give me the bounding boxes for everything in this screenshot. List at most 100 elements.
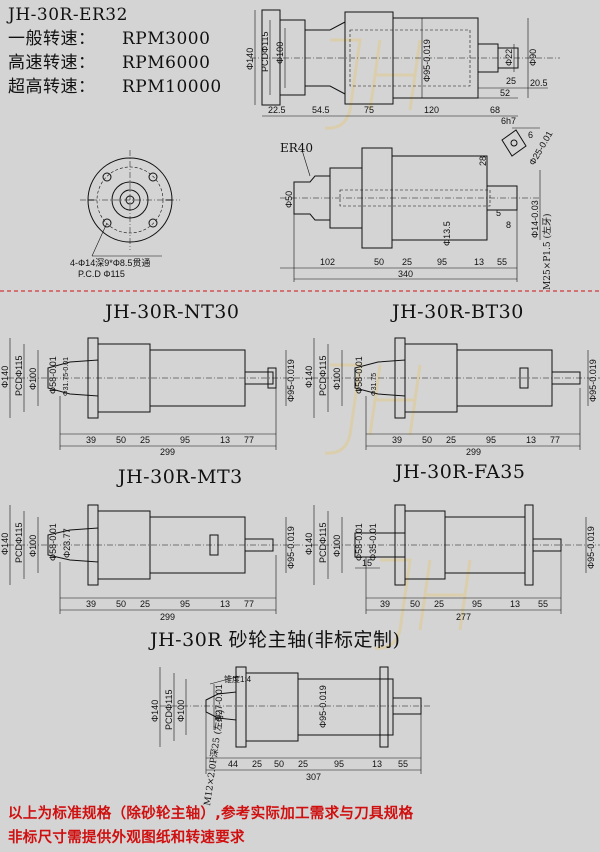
er32-len-25: 25 [506, 76, 516, 86]
er32-len-68: 68 [490, 105, 500, 115]
nt30-len-25: 25 [140, 435, 150, 445]
er32-len-54-5: 54.5 [312, 105, 330, 115]
er40-dim-28: 28 [478, 156, 488, 166]
nt30-len-299: 299 [160, 447, 175, 457]
er32-dim-140: Φ140 [245, 48, 255, 70]
bt30-len-77: 77 [550, 435, 560, 445]
er32-len-75: 75 [364, 105, 374, 115]
er40-keyway-6: 6 [528, 130, 533, 140]
fa35-len-95: 95 [472, 599, 482, 609]
mt3-len-25: 25 [140, 599, 150, 609]
grinding-len-13: 13 [372, 759, 382, 769]
nt30-len-77: 77 [244, 435, 254, 445]
er40-dim-13-5: Φ13.5 [442, 221, 452, 246]
grinding-drawing [159, 666, 430, 774]
bt30-dim-pcd115: PCDΦ115 [318, 355, 328, 396]
er40-len-340: 340 [398, 269, 413, 279]
mt3-len-39: 39 [86, 599, 96, 609]
grinding-dim-140: Φ140 [150, 700, 160, 722]
nt30-len-95: 95 [180, 435, 190, 445]
grinding-dim-100: Φ100 [176, 700, 186, 722]
er32-dim-22: Φ22 [504, 49, 514, 66]
fa35-dim-58: Φ58-0.01 [354, 523, 364, 561]
nt30-dim-100: Φ100 [28, 368, 38, 390]
er40-len-102: 102 [320, 257, 335, 267]
er40-thread: M25×P1.5 (左牙) [541, 214, 553, 290]
nt30-len-13: 13 [220, 435, 230, 445]
bt30-len-95: 95 [486, 435, 496, 445]
grinding-len-55: 55 [398, 759, 408, 769]
er32-len-52: 52 [500, 88, 510, 98]
grinding-dim-pcd115: PCDΦ115 [164, 689, 174, 730]
fa35-len-39: 39 [380, 599, 390, 609]
nt30-drawing [8, 337, 305, 450]
note-line-1: 以上为标准规格（除砂轮主轴）,参考实际加工需求与刀具规格 [8, 806, 414, 822]
er32-dim-pcd115: PCDΦ115 [260, 31, 270, 72]
grinding-len-50: 50 [274, 759, 284, 769]
er32-len-22-5: 22.5 [268, 105, 286, 115]
nt30-dim-31-75: Φ31.75-0.01 [63, 357, 70, 396]
speed-high-value: RPM6000 [122, 53, 210, 73]
er40-label: ER40 [280, 141, 313, 155]
er40-drawing [280, 127, 541, 282]
mt3-dim-100: Φ100 [28, 535, 38, 557]
mt3-dim-23-77: Φ23.77 [62, 528, 72, 558]
grinding-taper: 锥度1:4 [224, 674, 252, 684]
bt30-len-50: 50 [422, 435, 432, 445]
speed-ultra-label: 超高转速： [8, 77, 96, 97]
speed-high-label: 高速转速： [8, 53, 96, 73]
bt30-len-13: 13 [526, 435, 536, 445]
mt3-len-77: 77 [244, 599, 254, 609]
fa35-dim-pcd115: PCDΦ115 [318, 522, 328, 563]
mt3-dim-140: Φ140 [0, 533, 10, 555]
fa35-drawing [312, 504, 600, 614]
mt3-dim-pcd115: PCDΦ115 [14, 522, 24, 563]
fa35-dim-35: Φ35-0.01 [368, 523, 378, 561]
grinding-dim-27: Φ27-0.01 [214, 684, 224, 722]
er40-dim-50: Φ50 [284, 191, 294, 208]
er40-keyway-6h7: 6h7 [501, 116, 516, 126]
nt30-len-50: 50 [116, 435, 126, 445]
bt30-dim-31-75: Φ31.75 [371, 373, 378, 396]
er32-dim-90: Φ90 [528, 49, 538, 66]
er40-dim-14: Φ14-0.03 [530, 200, 540, 238]
er40-len-95: 95 [437, 257, 447, 267]
grinding-title: JH-30R 砂轮主轴(非标定制) [148, 629, 400, 651]
fa35-dim-95: Φ95-0.019 [586, 526, 596, 569]
fa35-dim-100: Φ100 [332, 535, 342, 557]
bt30-title: JH-30R-BT30 [390, 301, 524, 323]
mt3-len-50: 50 [116, 599, 126, 609]
mt3-dim-58: Φ58-0.01 [48, 523, 58, 561]
mt3-len-299: 299 [160, 612, 175, 622]
grinding-dim-95: Φ95-0.019 [318, 685, 328, 728]
er32-drawing [250, 9, 560, 117]
er40-len-13: 13 [474, 257, 484, 267]
nt30-title: JH-30R-NT30 [103, 301, 239, 323]
er40-len-55: 55 [497, 257, 507, 267]
grinding-len-44: 44 [228, 759, 238, 769]
nt30-dim-pcd115: PCDΦ115 [14, 355, 24, 396]
nt30-dim-58: Φ58-0.01 [48, 356, 58, 394]
mt3-drawing [8, 504, 305, 614]
watermark-logo [324, 38, 472, 650]
fa35-title: JH-30R-FA35 [393, 461, 525, 483]
er40-len-50: 50 [374, 257, 384, 267]
fa35-len-13: 13 [510, 599, 520, 609]
fa35-len-15: 15 [362, 558, 372, 568]
fa35-len-55: 55 [538, 599, 548, 609]
bt30-dim-100: Φ100 [332, 368, 342, 390]
note-line-2: 非标尺寸需提供外观图纸和转速要求 [8, 830, 245, 846]
grinding-len-95: 95 [334, 759, 344, 769]
er32-dim-95: Φ95-0.019 [422, 39, 432, 82]
mt3-title: JH-30R-MT3 [116, 466, 243, 488]
flange-pcd: P.C.D Φ115 [78, 269, 125, 279]
er40-len-25: 25 [402, 257, 412, 267]
flange-front-view [80, 150, 180, 257]
speed-normal-value: RPM3000 [122, 29, 210, 49]
bt30-dim-140: Φ140 [304, 366, 314, 388]
bt30-dim-95: Φ95-0.019 [588, 359, 598, 402]
bt30-dim-58: Φ58-0.01 [354, 356, 364, 394]
grinding-thread: M12×2.0P深25 (左牙) [201, 709, 226, 807]
